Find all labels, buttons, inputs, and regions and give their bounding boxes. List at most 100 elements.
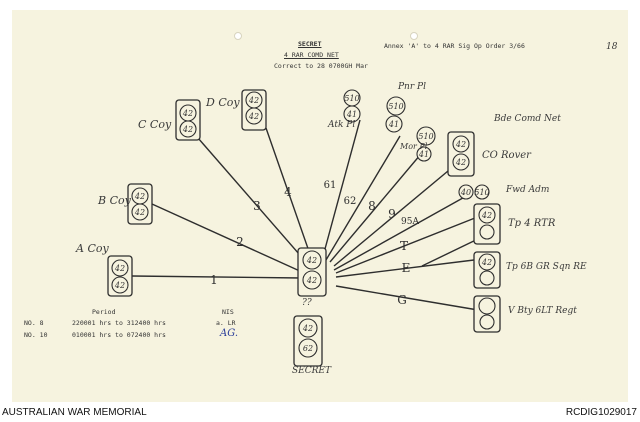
period-row-initials: AG. [220,328,239,339]
set-circle [479,224,495,240]
period-row-dates: 010001 hrs to 072400 hrs [72,331,166,339]
set-label: 42 [481,258,492,267]
station-label-c-coy: C Coy [138,118,172,131]
set-circle [479,270,495,286]
link-label-9: 9 [388,207,396,221]
set-label: 42 [455,140,466,149]
station-label-pnr-pl: Pnr Pl [398,82,426,92]
set-label: 42 [134,192,145,201]
set-circle [111,276,129,294]
period-row-id: NO. 10 [24,331,48,339]
set-label: 41 [388,120,399,129]
punch-hole [410,32,418,40]
link-label-3: 3 [253,199,261,213]
station-label-mor-pl: Mor Pl [400,142,428,151]
link-line-2 [151,203,303,273]
set-label: 510 [418,132,433,141]
set-circle [478,297,496,315]
set-circle [131,203,149,221]
set-label: 42 [302,324,313,333]
set-label: 510 [344,94,359,103]
control-caption: SECRET [292,366,331,376]
net-diagram: 42 42 42 42 42 42 42 42 42 42 42 62 42 4… [107,89,501,367]
period-header: Period [92,308,116,316]
set-circle [479,314,495,330]
station-label-v-bty: V Bty 6LT Regt [508,306,577,316]
station-label-fwd-adm: Fwd Adm [506,185,550,195]
set-label: 42 [306,276,317,285]
document-sheet: 42 42 42 42 42 42 42 42 42 42 42 62 42 4… [12,10,628,402]
link-line-62 [325,135,401,261]
punch-hole [234,32,242,40]
set-label: 42 [248,96,259,105]
set-label: 40 [460,188,471,197]
classification-heading: SECRET [298,40,322,48]
link-line-61 [321,119,361,261]
footer-record-id: RCDIG1029017 [565,407,637,418]
station-label-b-coy: B Coy [98,194,131,207]
link-line-3 [197,137,307,263]
set-circle [179,120,197,138]
period-row-dates: 220001 hrs to 312400 hrs [72,319,166,327]
set-label: 42 [114,281,125,290]
link-label-95a: 95A [401,217,419,227]
set-circle [386,96,406,116]
set-label: 42 [455,158,466,167]
station-label-bde-comd-net: Bde Comd Net [494,114,561,124]
set-circle [478,253,496,271]
link-label-61: 61 [324,180,337,191]
station-label-atk-pl: Atk Pl [328,120,356,130]
set-label: 42 [134,208,145,217]
net-title: 4 RAR COMD NET [284,51,339,59]
set-circle [298,338,318,358]
set-circle [416,146,432,162]
set-circle [385,115,403,133]
link-label-4: 4 [284,185,292,199]
footer-source: AUSTRALIAN WAR MEMORIAL [2,407,147,418]
link-label-2: 2 [236,235,244,249]
set-circle [111,259,129,277]
link-line-9 [333,165,455,267]
set-label: 510 [474,188,489,197]
set-label: 42 [182,109,193,118]
set-circle [302,270,322,290]
station-label-d-coy: D Coy [206,96,240,109]
link-line-4 [265,127,313,261]
link-line-extra [421,237,481,267]
link-line-t [335,215,481,274]
set-label: 510 [388,102,403,111]
control-mark: ?? [302,298,312,308]
set-label: 41 [346,110,357,119]
period-nis: NIS [222,308,234,316]
link-label-62: 62 [344,196,357,207]
set-label: 42 [182,125,193,134]
footer: AUSTRALIAN WAR MEMORIAL RCDIG1029017 [0,404,640,422]
set-label: 62 [303,344,313,353]
link-label-8: 8 [368,199,376,213]
set-circle [302,250,322,270]
link-line-g [335,285,479,311]
station-label-tp-6b-gr: Tp 6B GR Sqn RE [506,262,587,272]
set-circle [298,318,318,338]
page-mark: 18 [606,42,618,52]
set-circle [452,153,470,171]
set-circle [245,107,263,125]
set-circle [452,135,470,153]
set-label: 42 [248,112,259,121]
link-label-t: T [400,239,408,253]
link-label-g: G [397,293,407,307]
station-label-tp-4rtr: Tp 4 RTR [508,218,556,229]
station-label-a-coy: A Coy [76,242,109,255]
station-label-co-rover: CO Rover [482,150,531,161]
link-line-e [335,259,475,278]
set-label: 42 [481,211,492,220]
period-row-id: NO. 8 [24,319,44,327]
set-circle [343,105,361,123]
period-row-note: a. LR [216,319,236,327]
correct-to: Correct to 28 0700GH Mar [274,62,368,70]
set-label: 42 [114,264,125,273]
link-label-1: 1 [210,273,218,287]
set-label: 42 [306,256,317,265]
link-line-1 [131,275,303,279]
set-label: 41 [418,150,429,159]
